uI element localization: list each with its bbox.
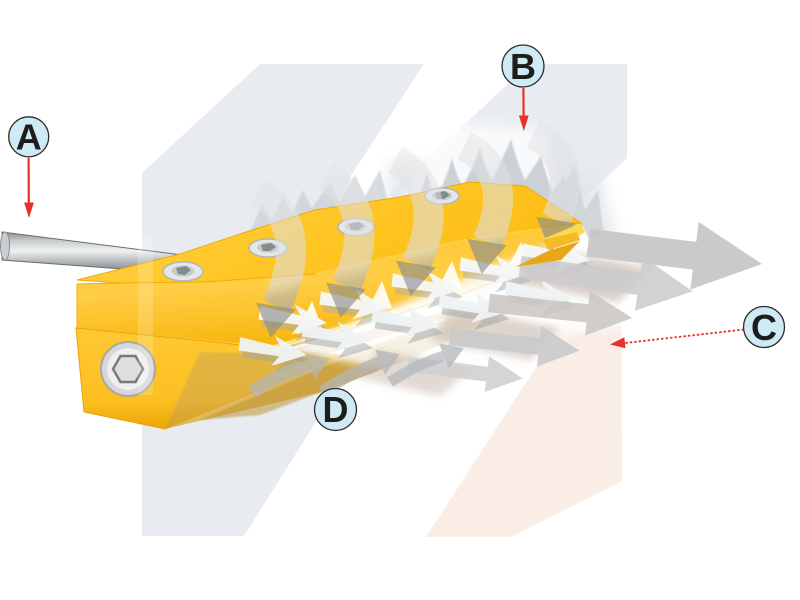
svg-text:D: D (323, 389, 349, 430)
svg-text:A: A (16, 117, 42, 158)
svg-text:B: B (510, 46, 536, 87)
svg-text:C: C (751, 307, 777, 348)
